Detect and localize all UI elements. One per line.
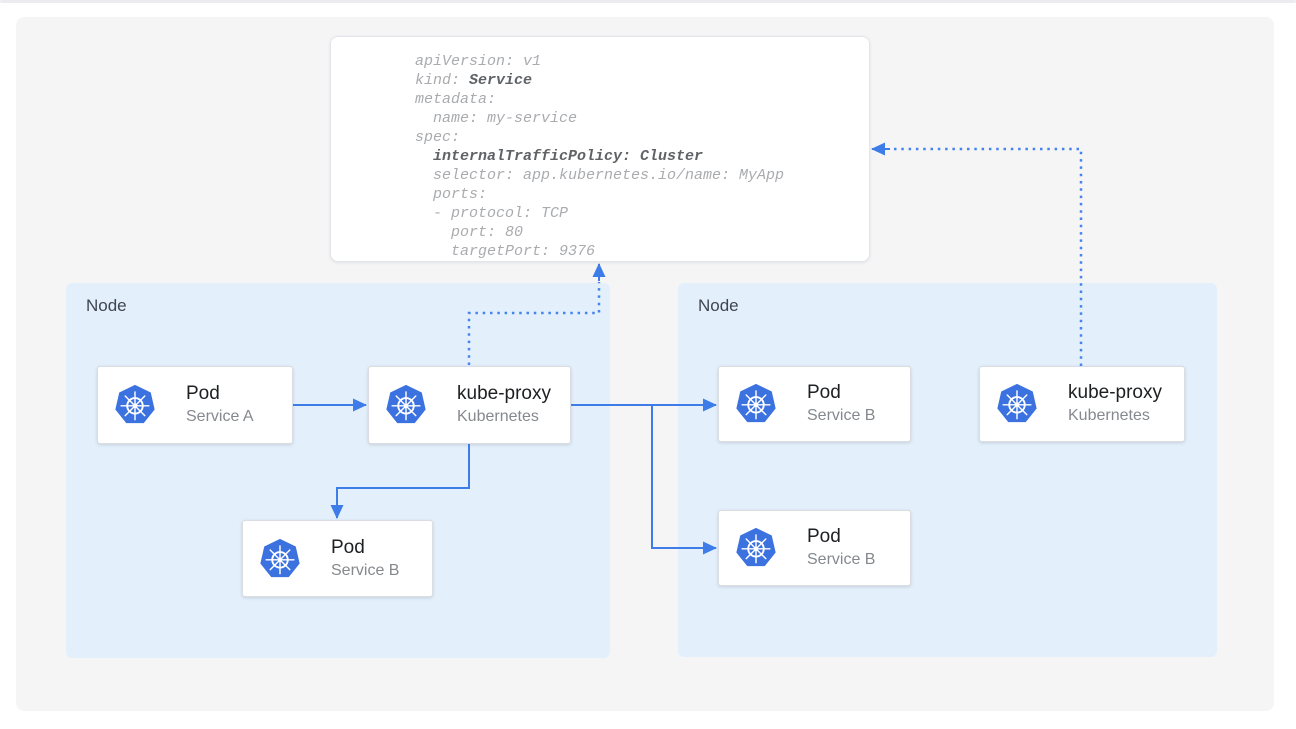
node-box-left: Node (66, 283, 610, 658)
node-box-right: Node (678, 283, 1217, 657)
card-subtitle: Service B (331, 561, 400, 579)
kubernetes-icon (735, 526, 777, 570)
card-pod-service-b-bottom: Pod Service B (718, 510, 911, 586)
card-title: Pod (186, 383, 220, 404)
card-subtitle: Service A (186, 408, 254, 425)
card-title: Pod (807, 382, 841, 403)
card-kube-proxy-right: kube-proxy Kubernetes (979, 366, 1185, 442)
card-title: Pod (331, 536, 365, 558)
kubernetes-icon (735, 382, 777, 426)
node-label: Node (86, 296, 127, 315)
card-pod-service-a: Pod Service A (97, 366, 293, 444)
card-subtitle: Service B (807, 407, 876, 424)
card-title: kube-proxy (457, 383, 551, 404)
card-title: kube-proxy (1068, 382, 1162, 403)
card-title: Pod (807, 526, 841, 547)
node-label: Node (698, 296, 739, 315)
card-subtitle: Kubernetes (1068, 407, 1150, 424)
card-subtitle: Kubernetes (457, 408, 539, 425)
top-divider (0, 0, 1296, 3)
card-pod-service-b-top: Pod Service B (718, 366, 911, 442)
card-kube-proxy-left: kube-proxy Kubernetes (368, 366, 571, 444)
card-pod-service-b-left: Pod Service B (242, 520, 433, 597)
card-subtitle: Service B (807, 551, 876, 568)
kubernetes-icon (996, 382, 1038, 426)
kubernetes-icon (114, 383, 156, 427)
kubernetes-icon (385, 383, 427, 427)
kubernetes-icon (259, 537, 301, 581)
